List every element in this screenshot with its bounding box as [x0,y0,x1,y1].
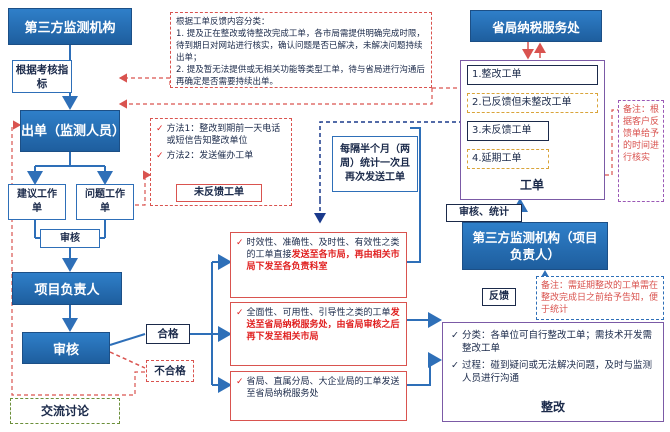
dispatch-item-3: ✓ 省局、直属分局、大企业局的工单发送至省局纳税服务处 [230,371,407,421]
method-text: 方法2：发送催办工单 [166,151,254,161]
dispatch-item-1: ✓ 时效性、准确性、及时性、有效性之类的工单直接发送至各市局，再由相关市局下发至… [230,232,407,298]
check-icon: ✓ [236,238,244,248]
rectify-panel: ✓分类：各单位可自行整改工单；需技术开发需整改工单 ✓过程：碰到疑问或无法解决问… [442,322,664,422]
note-line: 根据工单反馈内容分类： [176,17,270,27]
review-stats-label: 审核、统计 [446,204,522,222]
dispatch-text: 省局、直属分局、大企业局的工单发送至省局纳税服务处 [246,377,400,399]
check-icon: ✓ [156,124,164,134]
arrow-ticket-to-issue [118,88,433,109]
issue-inspector-box: 出单（监测人员） [20,110,125,152]
dispatch-red: 发送至各市局，再由相关市局下发至各负责科室 [246,250,400,272]
ticket-item-1: 1.整改工单 [467,65,598,85]
third-party-org-box: 第三方监测机构 [8,8,132,45]
rectify-text: 分类：各单位可自行整改工单；需技术开发需整改工单 [461,330,652,354]
problem-ticket-box: 问题工作单 [76,184,134,220]
ticket-item-3: 3.未反馈工单 [467,121,549,141]
discussion-box: 交流讨论 [10,398,120,424]
rectify-label: 整改 [540,400,565,414]
ticket-panel: 1.整改工单 2.已反馈但未整改工单 3.未反馈工单 4.延期工单 工单 [460,60,605,200]
check-icon: ✓ [451,330,459,341]
third-party-leader-box: 第三方监测机构（项目负责人） [462,222,608,270]
rectify-text: 过程：碰到疑问或无法解决问题，及时与监测人员进行沟通 [461,360,652,384]
method-item: ✓方法2：发送催办工单 [156,150,286,162]
ticket-item-4: 4.延期工单 [467,149,549,169]
arrow-review-to-pass [109,333,146,346]
review-box-2: 审核 [22,332,110,364]
review-label-1: 审核 [40,229,100,248]
arrow-note-to-basis [118,73,171,85]
arrow-dispatch1-up [407,127,421,263]
check-icon: ✓ [236,377,244,387]
method-item: ✓方法1：整改到期前一天电话或短信告知整改单位 [156,123,286,147]
arrow-problem-to-method [135,170,152,206]
arrow-review-to-fail [109,351,146,369]
no-feedback-ticket-box: 未反馈工单 [176,184,262,202]
rectify-item: ✓分类：各单位可自行整改工单；需技术开发需整改工单 [451,329,657,355]
remark-right: 备注：根据客户反馈单给予的时间进行核实 [618,100,664,202]
remark-delay: 备注：需延期整改的工单需在整改完成日之前给予告知，便于统计 [536,276,664,320]
arrow-fail-loop [11,120,145,396]
dispatch-plain: 全面性、可用性、引导性之类的工单 [246,308,391,318]
method-text: 方法1：整改到期前一天电话或短信告知整改单位 [166,124,281,146]
note-line: 1. 提及正在整改或待整改完成工单，各市局需提供明确完成时限，待到期日对网站进行… [176,29,425,63]
arrow-dispatch3-rectify [407,352,442,386]
suggestion-ticket-box: 建议工作单 [8,184,66,220]
project-leader-box: 项目负责人 [12,272,122,305]
arrow-remark-link [605,109,618,176]
dispatch-item-2: ✓ 全面性、可用性、引导性之类的工单发送至省局纳税服务处，由省局审核之后再下发至… [230,302,407,366]
classification-note: 根据工单反馈内容分类： 1. 提及正在整改或待整改完成工单，各市局需提供明确完成… [170,12,432,88]
dispatch-text: 全面性、可用性、引导性之类的工单发送至省局纳税服务处，由省局审核之后再下发至相关… [247,307,401,361]
arrow-halfmonth-top [319,121,460,200]
provincial-office-box: 省局纳税服务处 [470,10,602,42]
pass-label: 合格 [146,324,190,344]
rectify-item: ✓过程：碰到疑问或无法解决问题，及时与监测人员进行沟通 [451,359,657,385]
dispatch-red: 发送至省局纳税服务处，由省局审核之后再下发至相关市局 [246,308,400,342]
dispatch-plain: 时效性、准确性、及时性、有效性之类的工单直接 [246,238,400,260]
basis-label: 根据考核指标 [12,60,72,93]
ticket-label: 工单 [519,178,544,192]
feedback-label: 反馈 [482,288,516,306]
half-month-note: 每隔半个月（两周）统计一次且再次发送工单 [332,136,418,192]
dispatch-text: 时效性、准确性、及时性、有效性之类的工单直接发送至各市局，再由相关市局下发至各负… [247,237,401,293]
check-icon: ✓ [156,151,164,161]
check-icon: ✓ [451,360,459,371]
ticket-item-2: 2.已反馈但未整改工单 [467,93,598,113]
note-line: 2. 提及暂无法提供或无相关功能等类型工单，待与省局进行沟通后再确定是否需要持续… [176,65,425,87]
fail-label: 不合格 [146,360,194,382]
check-icon: ✓ [236,308,244,318]
